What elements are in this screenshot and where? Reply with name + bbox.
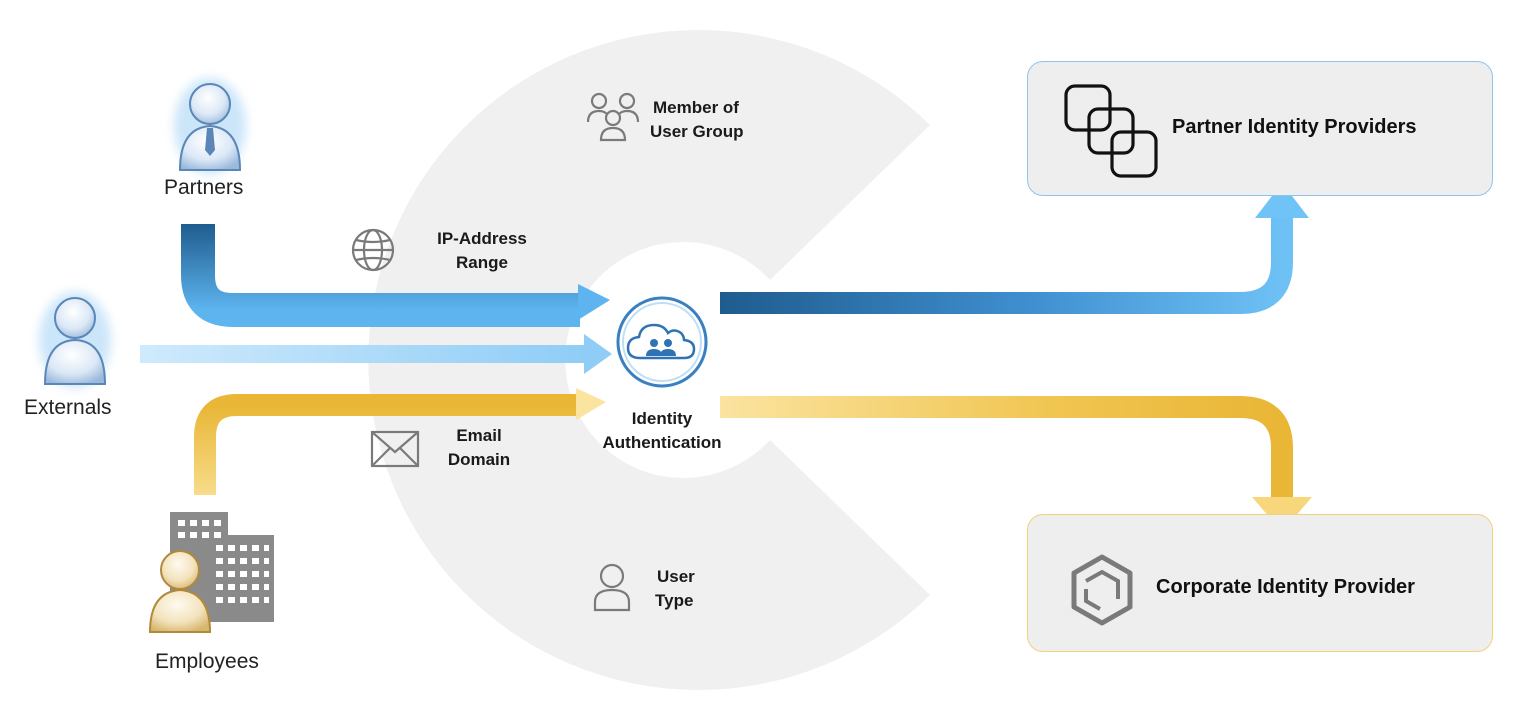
- externals-person-icon: [39, 292, 111, 388]
- user-type-line-1: User: [657, 567, 695, 586]
- hexagon-cube-icon: [1071, 554, 1133, 626]
- partners-flow-arrow: [181, 224, 610, 327]
- user-type-line-2: Type: [655, 591, 694, 610]
- employees-label: Employees: [155, 650, 259, 673]
- email-domain-label: Email Domain: [435, 424, 523, 472]
- user-type-label: User Type: [655, 565, 695, 613]
- ip-address-range-line-2: Range: [456, 253, 508, 272]
- background-c-shape: [368, 29, 930, 690]
- ip-address-range-line-1: IP-Address: [437, 229, 527, 248]
- ip-address-range-label: IP-Address Range: [424, 227, 540, 275]
- email-domain-line-1: Email: [456, 426, 502, 445]
- partner-identity-providers-title: Partner Identity Providers: [1172, 116, 1417, 138]
- identity-authentication-hub: [610, 290, 714, 394]
- partner-idp-flow-arrow: [720, 183, 1309, 314]
- partner-identity-providers-box: Partner Identity Providers: [1027, 61, 1493, 196]
- globe-icon: [351, 228, 395, 272]
- user-type-icon: [593, 563, 631, 612]
- partners-label: Partners: [164, 176, 244, 199]
- externals-label: Externals: [24, 396, 112, 419]
- identity-authentication-label: Identity Authentication: [572, 407, 752, 455]
- user-group-icon: [586, 92, 640, 142]
- identity-authentication-line-1: Identity: [631, 409, 693, 428]
- envelope-icon: [370, 430, 420, 468]
- email-domain-line-2: Domain: [447, 450, 511, 469]
- externals-flow-arrow: [140, 334, 612, 374]
- employees-person-icon: [148, 550, 212, 633]
- corporate-identity-provider-box: Corporate Identity Provider: [1027, 514, 1493, 652]
- member-of-user-group-label: Member of User Group: [650, 96, 744, 144]
- stacked-squares-icon: [1064, 84, 1158, 178]
- member-of-user-group-line-1: Member of: [653, 98, 739, 117]
- cloud-users-icon: [626, 323, 696, 360]
- member-of-user-group-line-2: User Group: [650, 122, 744, 141]
- partners-person-icon: [174, 78, 246, 174]
- identity-authentication-line-2: Authentication: [602, 433, 722, 452]
- corporate-identity-provider-title: Corporate Identity Provider: [1156, 576, 1415, 598]
- employees-flow-arrow: [194, 388, 606, 495]
